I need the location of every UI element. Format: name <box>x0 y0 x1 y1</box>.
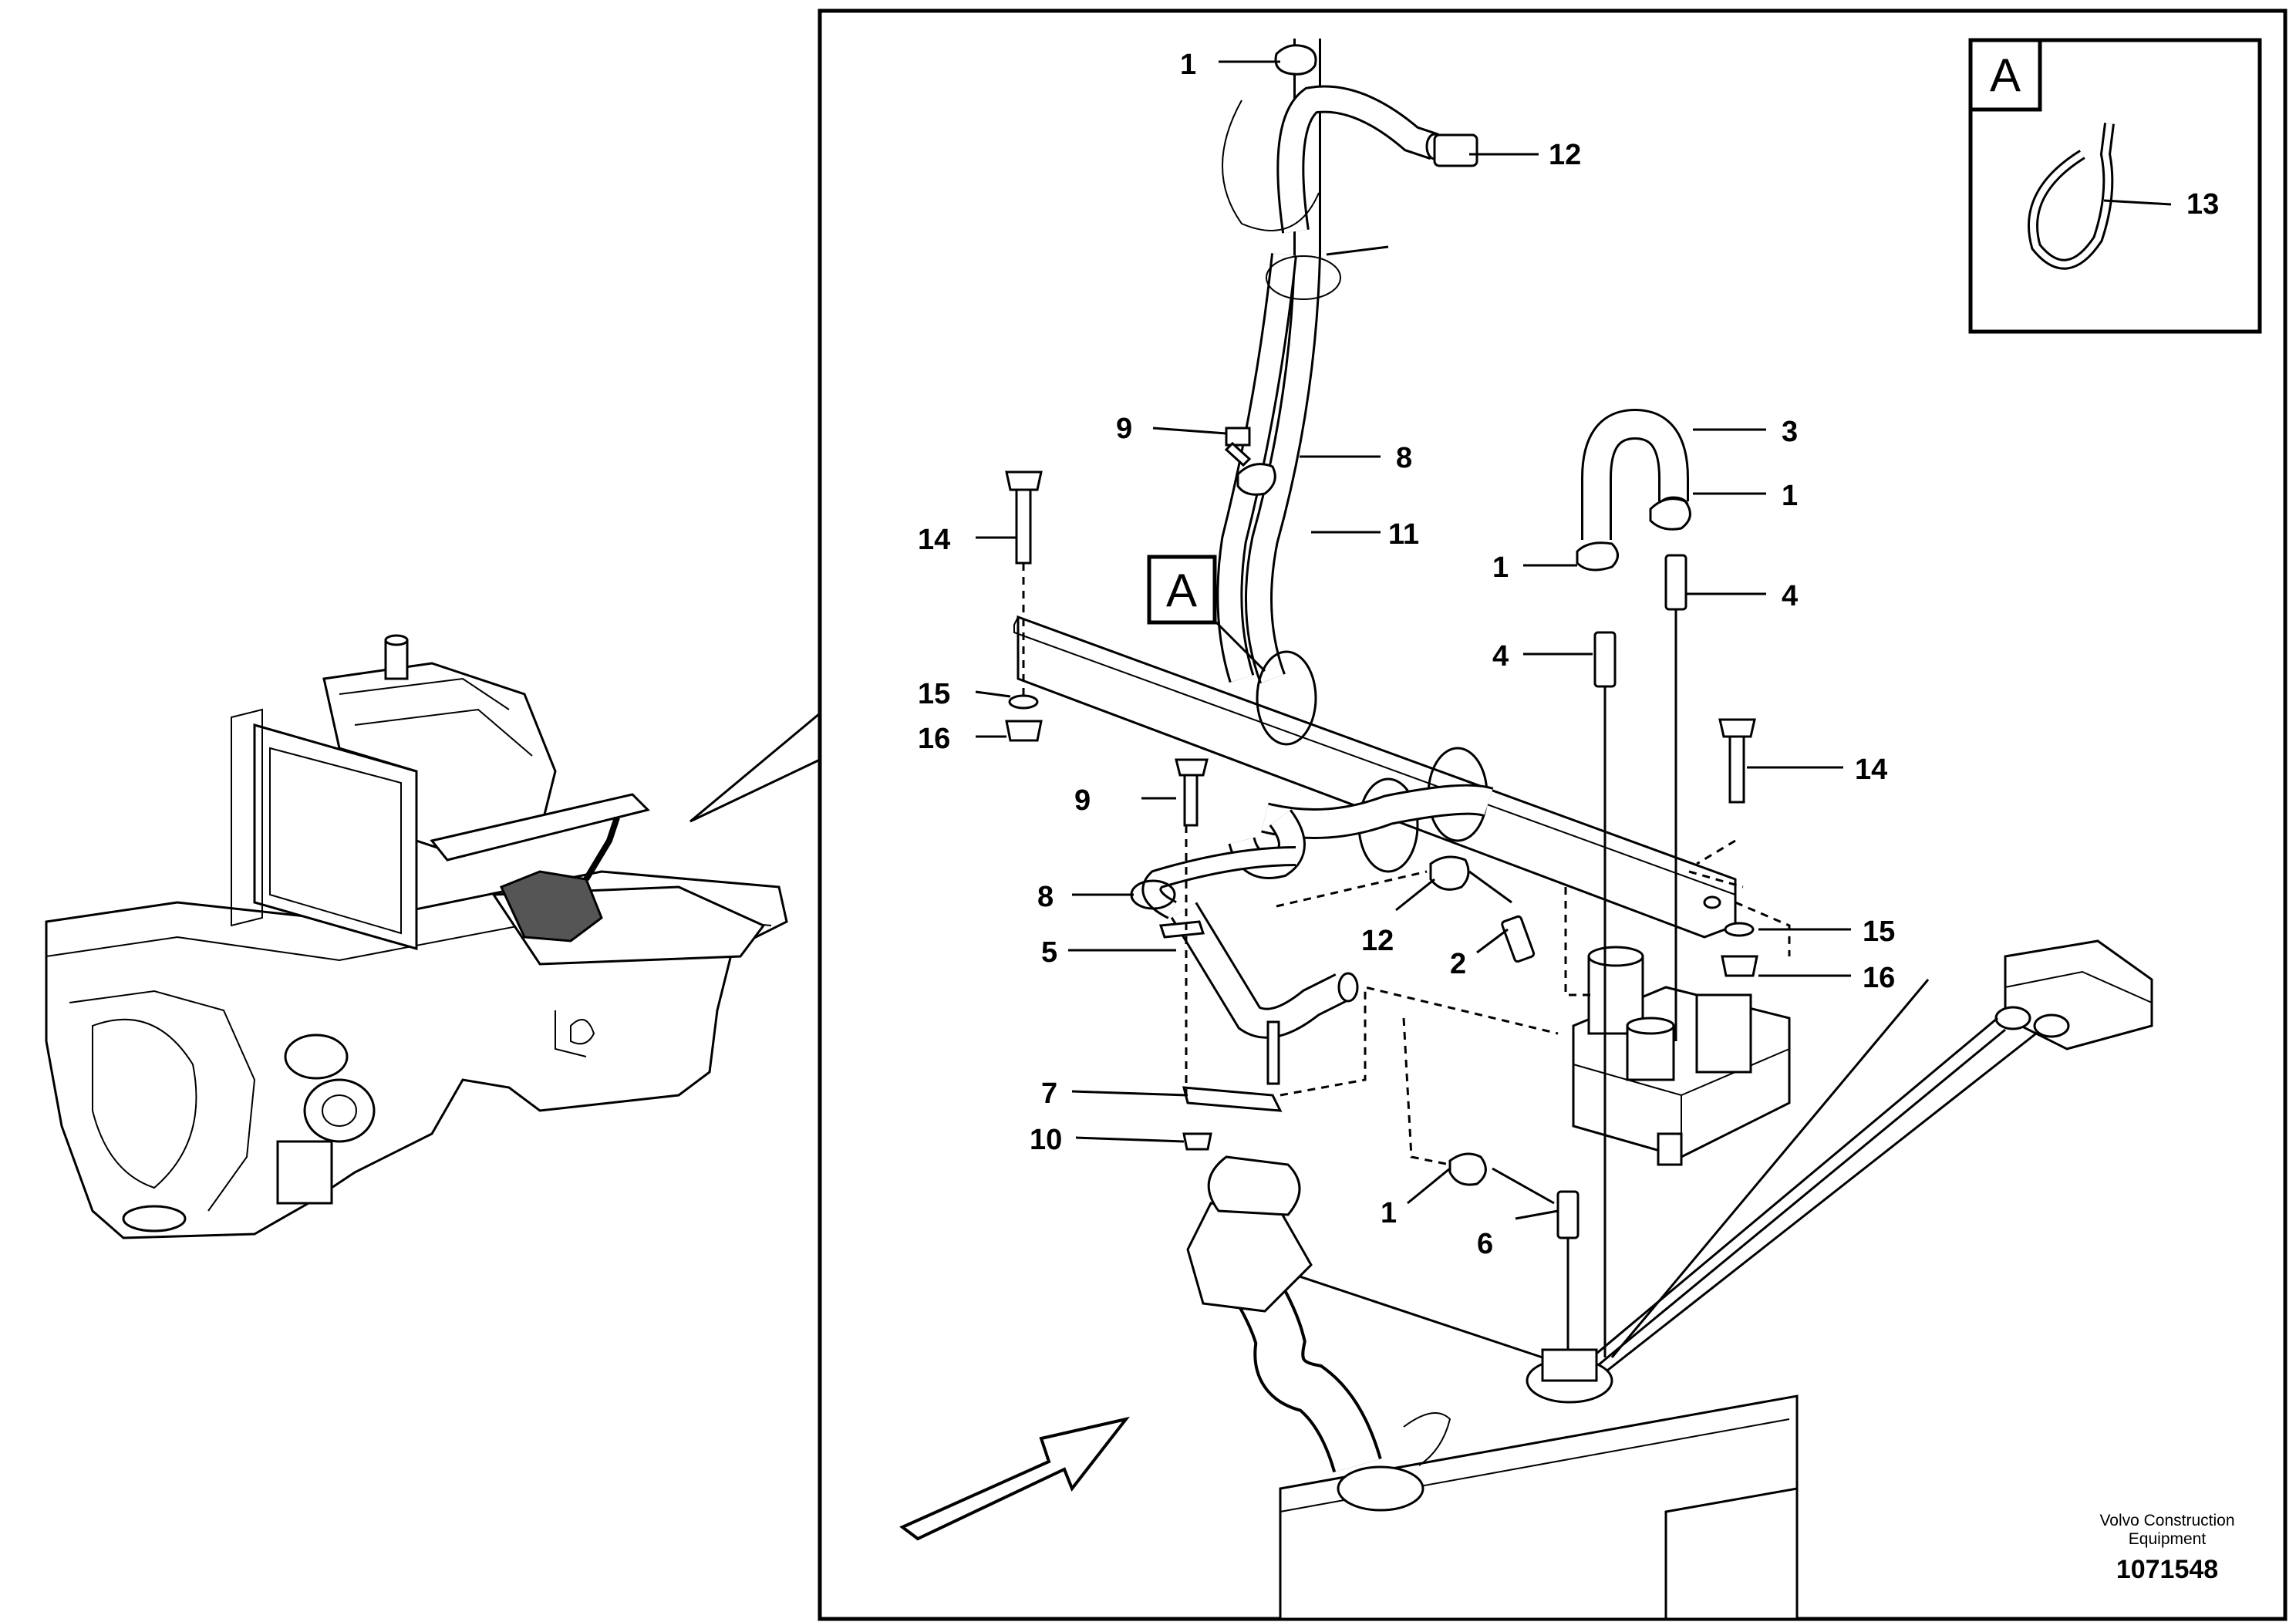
credit-company-line1: Volvo Construction <box>2099 1512 2235 1529</box>
callout-5: 5 <box>1041 936 1057 969</box>
detail-pointer <box>689 710 821 823</box>
callout-16: 16 <box>918 723 950 755</box>
detail-a-label: A <box>1990 49 2021 101</box>
callout-14: 14 <box>918 524 950 556</box>
callout-1: 1 <box>1381 1197 1397 1229</box>
drawing-number: 1071548 <box>2116 1555 2219 1584</box>
callout-2: 2 <box>1450 948 1466 980</box>
callout-8: 8 <box>1037 881 1054 913</box>
callout-10: 10 <box>1030 1124 1062 1156</box>
callout-1: 1 <box>1180 49 1196 81</box>
fuel-tank <box>1186 1155 1799 1620</box>
callout-4: 4 <box>1782 580 1798 612</box>
callout-1: 1 <box>1782 480 1798 512</box>
callout-11: 11 <box>1388 518 1419 551</box>
callout-8: 8 <box>1396 442 1412 474</box>
detail-a-marker: A <box>1147 555 1266 673</box>
callout-15: 15 <box>918 678 950 710</box>
callout-14: 14 <box>1855 754 1887 786</box>
callout-9: 9 <box>1116 413 1132 445</box>
clamps <box>1158 44 1691 1186</box>
callout-7: 7 <box>1041 1077 1057 1110</box>
connector-box <box>1573 939 2153 1374</box>
svg-text:A: A <box>1166 565 1197 616</box>
hose-5 <box>1130 846 1359 1039</box>
callout-3: 3 <box>1782 416 1798 448</box>
manufacturer-credit: Volvo Construction Equipment 1071548 <box>2036 1512 2296 1585</box>
detail-a-inset: A 13 <box>1968 38 2262 334</box>
credit-company-line2: Equipment <box>2128 1530 2207 1548</box>
callout-6: 6 <box>1477 1228 1493 1260</box>
callout-1: 1 <box>1492 551 1509 584</box>
view-direction-arrow <box>899 1416 1131 1541</box>
machine-overview-illustration <box>45 634 788 1239</box>
callout-9: 9 <box>1074 784 1091 817</box>
callout-15: 15 <box>1863 916 1895 948</box>
callout-labels: 1 12 9 8 11 14 3 1 1 4 4 15 16 14 9 8 12… <box>918 49 1895 1260</box>
fasteners <box>1005 427 1758 1151</box>
callout-12: 12 <box>1361 925 1394 957</box>
mounting-rail <box>1013 615 1737 939</box>
callout-12: 12 <box>1549 139 1581 171</box>
leader-lines <box>975 60 1851 1220</box>
hose-assembly <box>1216 39 1444 684</box>
assembly-dash-lines <box>1022 563 1791 1166</box>
callout-16: 16 <box>1863 962 1895 994</box>
callout-13: 13 <box>2186 188 2219 221</box>
callout-4: 4 <box>1492 640 1509 673</box>
